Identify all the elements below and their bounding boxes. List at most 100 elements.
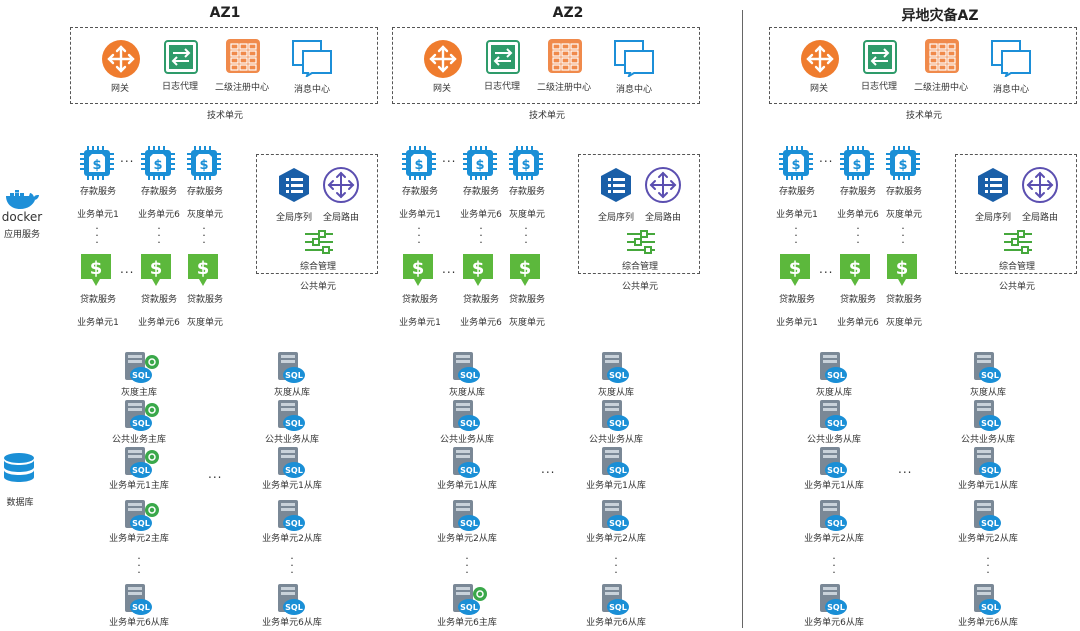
vertical-ellipsis: ··· [95, 222, 99, 249]
biz-unit-label: 业务单元1 [776, 210, 818, 220]
db-label: 公共业务从库 [960, 435, 1015, 445]
deposit-service-icon: $ [778, 145, 814, 181]
db-label: 业务单元6从库 [262, 618, 322, 628]
loan-service-icon: $ [839, 253, 871, 287]
svg-text:SQL: SQL [285, 371, 303, 380]
deposit-service-icon: $ [79, 145, 115, 181]
global-route-icon [1021, 166, 1059, 204]
biz-unit-label: 业务单元6 [460, 318, 502, 328]
message-center-icon [991, 39, 1033, 79]
tech-unit-box [769, 27, 1077, 104]
db-label: 业务单元2主库 [109, 534, 169, 544]
biz-unit-label: 灰度单元 [186, 210, 223, 220]
svg-text:$: $ [90, 258, 103, 279]
biz-unit-label: 灰度单元 [508, 210, 545, 220]
db-label: 业务单元2从库 [958, 534, 1018, 544]
db-label: 公共业务从库 [264, 435, 319, 445]
db-label: 公共业务主库 [111, 435, 166, 445]
tech-unit-label: 技术单元 [206, 111, 243, 121]
deposit-service-label: 存款服务 [778, 187, 815, 197]
public-item-label: 全局序列 [974, 213, 1011, 223]
biz-unit-label: 业务单元6 [837, 318, 879, 328]
loan-service-icon: $ [462, 253, 494, 287]
svg-text:$: $ [150, 258, 163, 279]
sql-db-icon: SQL [972, 447, 1009, 479]
log-proxy-icon [486, 40, 520, 74]
svg-text:SQL: SQL [609, 419, 627, 428]
svg-text:$: $ [153, 158, 162, 173]
db-label: 灰度从库 [969, 388, 1006, 398]
public-item-label: 全局路由 [322, 213, 359, 223]
biz-unit-label: 灰度单元 [885, 318, 922, 328]
deposit-service-icon: $ [508, 145, 544, 181]
public-item-label: 全局序列 [597, 213, 634, 223]
public-item-label: 综合管理 [998, 262, 1035, 272]
docker-label: docker [1, 210, 43, 224]
deposit-service-label: 存款服务 [885, 187, 922, 197]
master-db-icon: SQL [123, 400, 160, 432]
biz-unit-label: 业务单元1 [399, 210, 441, 220]
svg-text:SQL: SQL [609, 603, 627, 612]
svg-text:SQL: SQL [460, 519, 478, 528]
svg-text:SQL: SQL [827, 419, 845, 428]
vertical-ellipsis: ··· [137, 552, 141, 579]
svg-text:SQL: SQL [460, 466, 478, 475]
master-db-icon: SQL [123, 447, 160, 479]
az-title: AZ2 [552, 5, 584, 21]
deposit-service-label: 存款服务 [79, 187, 116, 197]
sql-db-icon: SQL [276, 500, 313, 532]
deposit-service-label: 存款服务 [186, 187, 223, 197]
deposit-service-icon: $ [140, 145, 176, 181]
sql-db-icon: SQL [600, 584, 637, 616]
vertical-ellipsis: ··· [986, 552, 990, 579]
svg-text:$: $ [898, 158, 907, 173]
registry-center-icon [924, 38, 960, 74]
svg-text:SQL: SQL [609, 519, 627, 528]
ellipsis: ... [120, 151, 135, 165]
svg-text:$: $ [896, 258, 909, 279]
ellipsis: ... [541, 462, 556, 476]
biz-unit-label: 业务单元6 [837, 210, 879, 220]
loan-service-label: 贷款服务 [885, 295, 922, 305]
docker-whale-icon [4, 190, 40, 210]
db-label: 灰度从库 [273, 388, 310, 398]
loan-service-label: 贷款服务 [462, 295, 499, 305]
svg-text:$: $ [789, 258, 802, 279]
tech-item-label: 日志代理 [483, 82, 520, 92]
tech-item-label: 消息中心 [992, 85, 1029, 95]
svg-text:$: $ [521, 158, 530, 173]
log-proxy-icon [164, 40, 198, 74]
global-route-icon [322, 166, 360, 204]
gateway-icon [423, 39, 463, 79]
biz-unit-label: 灰度单元 [508, 318, 545, 328]
db-label: 灰度从库 [815, 388, 852, 398]
global-sequence-icon [598, 167, 634, 203]
public-item-label: 综合管理 [621, 262, 658, 272]
svg-text:SQL: SQL [609, 466, 627, 475]
global-route-icon [644, 166, 682, 204]
database-label: 数据库 [6, 498, 34, 508]
svg-text:$: $ [414, 158, 423, 173]
svg-text:SQL: SQL [460, 371, 478, 380]
svg-text:SQL: SQL [827, 371, 845, 380]
ellipsis: ... [898, 462, 913, 476]
deposit-service-label: 存款服务 [140, 187, 177, 197]
deposit-service-label: 存款服务 [401, 187, 438, 197]
tech-item-label: 网关 [432, 84, 451, 94]
az-divider [742, 10, 743, 628]
db-label: 业务单元6从库 [586, 618, 646, 628]
loan-service-icon: $ [402, 253, 434, 287]
db-label: 业务单元6从库 [804, 618, 864, 628]
vertical-ellipsis: ··· [901, 222, 905, 249]
log-proxy-icon [863, 40, 897, 74]
sql-db-icon: SQL [276, 352, 313, 384]
svg-text:SQL: SQL [132, 371, 150, 380]
svg-text:SQL: SQL [460, 603, 478, 612]
ellipsis: ... [819, 151, 834, 165]
svg-text:SQL: SQL [285, 519, 303, 528]
svg-text:SQL: SQL [981, 519, 999, 528]
tech-item-label: 二级注册中心 [536, 83, 591, 93]
db-label: 公共业务从库 [439, 435, 494, 445]
tech-unit-label: 技术单元 [905, 111, 942, 121]
db-label: 灰度主库 [120, 388, 157, 398]
